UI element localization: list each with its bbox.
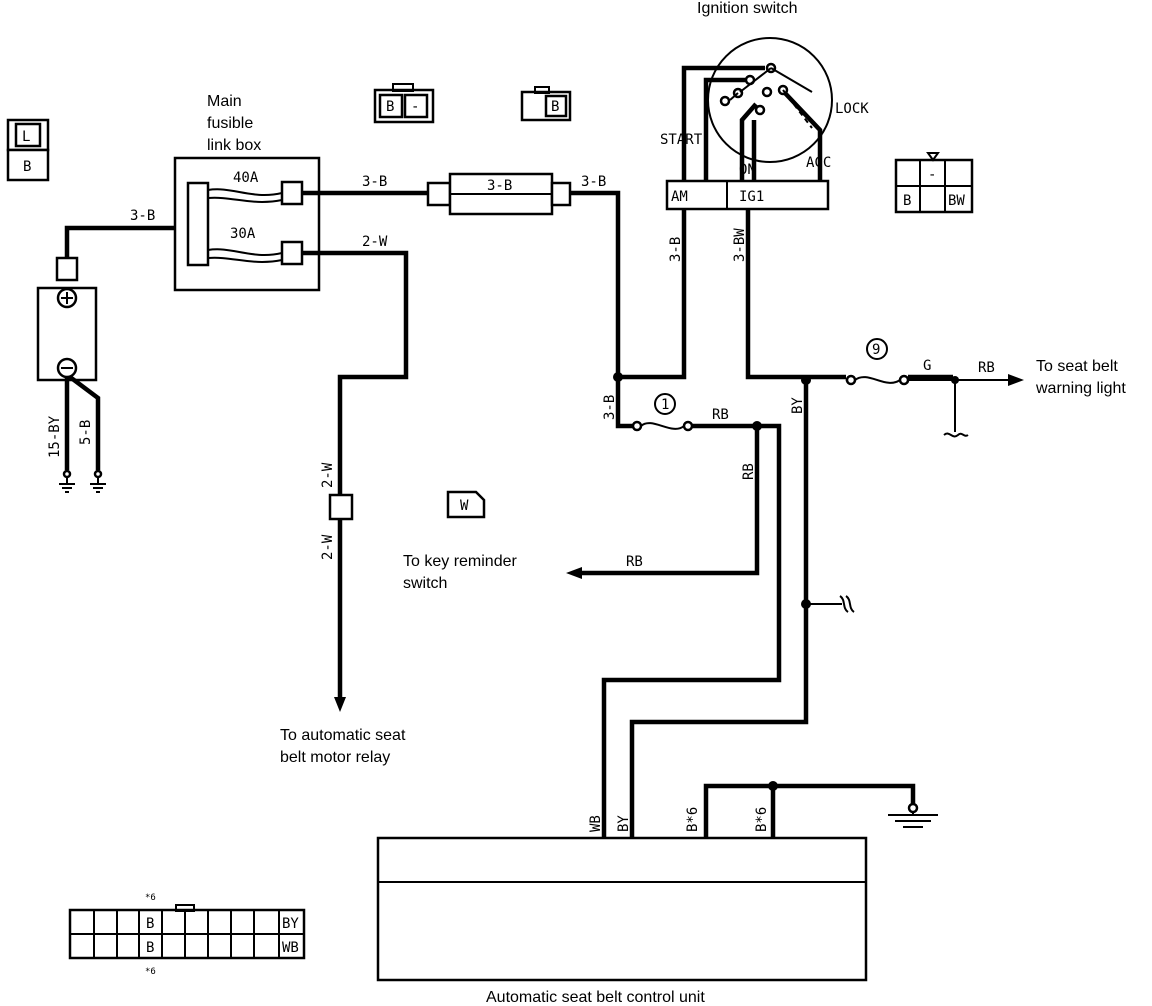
to-key-reminder-caption-1: To key reminder [403,553,517,570]
wire-label-rb: RB [741,463,757,480]
junction-dot [768,781,778,791]
connector-pin-label: L [22,129,30,145]
to-motor-relay-caption-2: belt motor relay [280,749,390,766]
wire-label-3-b: 3-B [130,208,155,224]
wire-main-feed [570,190,621,377]
inline-connector [328,493,354,521]
wire-break-symbol [943,432,969,438]
wire-label-2-w: 2-W [362,234,388,250]
wire-label-rb: RB [626,554,643,570]
wire-label-15-by: 15-BY [47,415,63,458]
connector-pin-label: B [23,159,31,175]
connector-note: *6 [145,967,156,977]
wire-to-key-reminder [580,426,760,576]
to-key-reminder-caption-2: switch [403,575,447,592]
battery-positive-wire [64,225,188,258]
ground-symbol [59,469,75,493]
connector-w: W [446,490,486,519]
wire-label-2-w: 2-W [320,534,336,560]
wire-break-symbol [839,595,855,613]
main-fusible-link-box: 40A 30A [173,156,321,292]
fusible-link-rating-40a: 40A [233,170,259,186]
ground-symbol [888,802,938,828]
connector-pin-label: - [928,167,936,183]
fuse-1: 1 [631,393,694,432]
battery-ground-wire-2 [68,375,101,470]
ignition-switch-caption: Ignition switch [697,0,798,17]
fusible-link-box-caption-3: link box [207,137,261,154]
wire-label-2-w: 2-W [320,462,336,488]
connector-c: - B BW [894,152,974,214]
ignition-switch: AM IG1 START ON ACC LOCK [660,37,869,211]
connector-pin-label: WB [282,940,299,956]
ignition-position-lock: LOCK [835,101,869,117]
arrow-icon [334,697,346,712]
ignition-terminal-am: AM [671,189,688,205]
ground-symbol [90,469,106,493]
wire-label-3-b: 3-B [602,395,618,420]
connector-top-left: L B [6,118,50,182]
connector-pin-label: B [146,916,154,932]
fuse-number: 9 [872,342,880,358]
wire-label-3-b: 3-B [581,174,606,190]
control-unit-caption: Automatic seat belt control unit [486,989,705,1006]
wire-label-rb: RB [978,360,995,376]
connector-pin-label: B [551,99,559,115]
ignition-terminal-ig1: IG1 [739,189,764,205]
control-unit-connector: *6 B BY B WB *6 [68,893,306,977]
wire-label-by: BY [790,397,806,414]
fusible-link-box-caption-1: Main [207,93,242,110]
wire-label-b6: B*6 [685,807,701,832]
connector-pin-label: - [411,99,419,115]
to-warning-light-caption-1: To seat belt [1036,358,1118,375]
connector-pin-label: W [460,498,469,514]
fusible-link-rating-30a: 30A [230,226,256,242]
to-motor-relay-caption-1: To automatic seat [280,727,406,744]
wire-label-3-bw: 3-BW [732,228,748,262]
wire-30a-out [302,250,409,495]
connector-pin-label: BY [282,916,299,932]
wire-wb-to-control-unit [601,423,782,838]
arrow-icon [1008,374,1024,386]
wire-b6-1 [703,783,773,838]
wire-label-g: G [923,358,931,374]
wire-to-fuse-1 [615,377,633,429]
wire-label-3-b: 3-B [362,174,387,190]
ignition-position-start: START [660,132,703,148]
connector-pin-label: B [386,99,394,115]
connector-pin-label: B [903,193,911,209]
wire-to-am [618,209,687,380]
fuse-number: 1 [661,397,669,413]
inline-link-label: 3-B [487,178,512,194]
connector-note: *6 [145,893,156,903]
wire-ground [773,783,916,805]
connector-b: B [520,86,572,122]
wire-label-by: BY [616,815,632,832]
to-warning-light-caption-2: warning light [1035,380,1126,397]
wire-label-3-b: 3-B [668,237,684,262]
wire-label-b6: B*6 [754,807,770,832]
wire-by-to-control-unit [629,380,809,838]
battery [36,256,98,382]
wire-label-rb: RB [712,407,729,423]
wire-label-5-b: 5-B [78,420,94,445]
arrow-icon [566,567,582,579]
fusible-link-box-caption-2: fusible [207,115,253,132]
connector-pin-label: B [146,940,154,956]
automatic-seat-belt-control-unit [376,836,868,982]
wire-label-wb: WB [588,815,604,832]
connector-pin-label: BW [948,193,965,209]
inline-fusible-link: 3-B [426,172,572,216]
connector-a: B - [373,83,435,124]
wire-from-ig1 [745,209,953,380]
